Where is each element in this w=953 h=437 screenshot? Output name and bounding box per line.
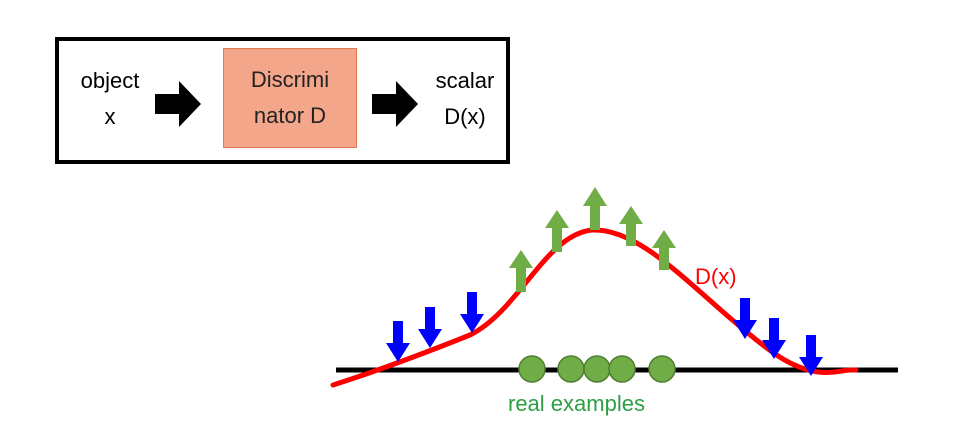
curve-label: D(x) <box>695 264 737 289</box>
real-example-dot <box>557 355 585 383</box>
down-arrow-icon <box>460 292 484 333</box>
discriminator-label-line1: Discrimi <box>250 67 330 92</box>
down-arrow-icon <box>762 318 786 359</box>
down-arrow-icon <box>733 298 757 339</box>
down-arrow-icon <box>799 335 823 376</box>
down-arrow-icon <box>418 307 442 348</box>
up-arrow-icon <box>545 210 569 252</box>
output-label-line2: D(x) <box>444 104 486 129</box>
real-example-dot <box>648 355 676 383</box>
real-examples-label: real examples <box>508 391 645 416</box>
real-example-dot <box>518 355 546 383</box>
up-arrow-icon <box>509 250 533 292</box>
output-label: scalar D(x) <box>420 63 510 135</box>
real-example-dot <box>608 355 636 383</box>
down-arrow-icon <box>386 321 410 362</box>
input-label-line1: object <box>80 68 140 93</box>
right-arrow-icon <box>372 81 418 127</box>
discriminator-block: Discrimi nator D <box>223 48 357 148</box>
discriminator-label-line2: nator D <box>253 103 327 128</box>
input-label: object x <box>64 63 156 135</box>
real-example-dot <box>583 355 611 383</box>
right-arrow-icon <box>155 81 201 127</box>
up-arrow-icon <box>583 187 607 230</box>
up-arrow-icon <box>619 206 643 246</box>
input-label-line2: x <box>104 104 116 129</box>
up-arrow-icon <box>652 230 676 270</box>
output-label-line1: scalar <box>435 68 495 93</box>
